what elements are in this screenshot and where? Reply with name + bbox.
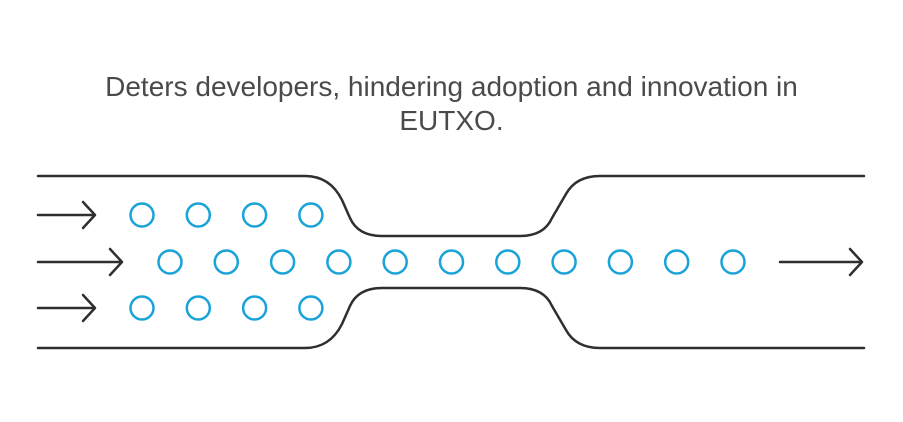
circle-icon bbox=[185, 295, 212, 321]
circle-icon bbox=[241, 202, 268, 228]
arrows-group bbox=[36, 200, 864, 323]
circle-icon bbox=[663, 249, 690, 275]
circle-icon bbox=[298, 295, 324, 321]
circle-icon bbox=[129, 202, 155, 228]
circle-icon bbox=[185, 202, 212, 228]
arrow-right-icon bbox=[36, 200, 97, 230]
circle-icon bbox=[382, 249, 408, 275]
caption-line-1: Deters developers, hindering adoption an… bbox=[105, 71, 798, 102]
circle-icon bbox=[438, 249, 465, 275]
circle-icon bbox=[607, 249, 634, 275]
pipe-top-wall bbox=[36, 174, 866, 238]
circle-icon bbox=[241, 295, 268, 321]
circle-icon bbox=[129, 295, 155, 321]
circle-icon bbox=[326, 249, 352, 275]
particles-group bbox=[129, 202, 746, 321]
circle-icon bbox=[269, 249, 296, 275]
circle-icon bbox=[298, 202, 324, 228]
circle-icon bbox=[495, 249, 521, 275]
circle-icon bbox=[551, 249, 577, 275]
pipe-inner-bottom-wall bbox=[36, 286, 866, 350]
diagram-caption: Deters developers, hindering adoption an… bbox=[0, 70, 903, 138]
circle-icon bbox=[157, 249, 183, 275]
arrow-right-icon bbox=[36, 247, 124, 277]
circle-icon bbox=[720, 249, 746, 275]
circle-icon bbox=[213, 249, 240, 275]
arrow-right-icon bbox=[36, 293, 97, 323]
caption-line-2: EUTXO. bbox=[399, 105, 504, 136]
arrow-right-icon bbox=[778, 247, 864, 277]
